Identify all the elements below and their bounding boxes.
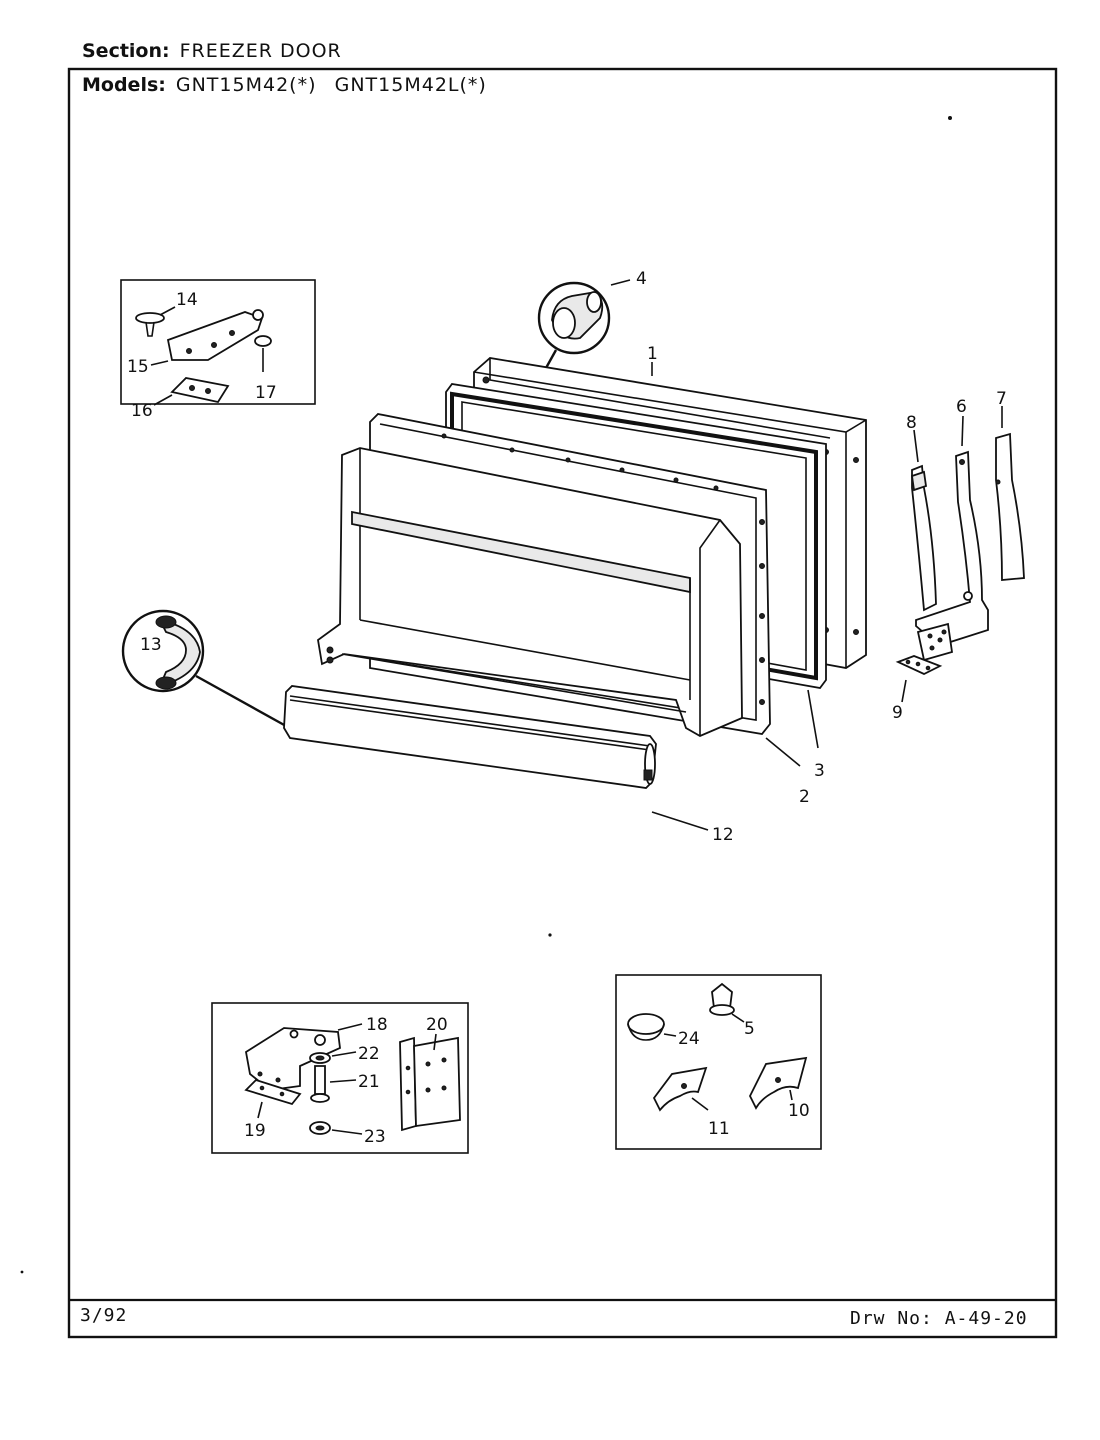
section-label: Section:: [82, 40, 170, 62]
label-1: 1: [647, 344, 658, 364]
part-17-washer: [254, 335, 272, 347]
label-6: 6: [956, 397, 967, 417]
detail-4-doorstop: 4: [537, 269, 647, 369]
label-19: 19: [244, 1121, 266, 1141]
inset-box-bottom-hinge: [211, 1002, 469, 1154]
hardware-kit-inset: 5 24 11 10: [615, 974, 822, 1150]
section-value: FREEZER DOOR: [179, 40, 342, 62]
label-18: 18: [366, 1015, 388, 1035]
models-line: Models: GNT15M42(*) GNT15M42L(*): [82, 74, 487, 96]
label-12: 12: [712, 825, 734, 845]
label-5: 5: [744, 1019, 755, 1039]
door-shelf: [317, 447, 743, 738]
label-7: 7: [996, 389, 1007, 409]
speck: [20, 1270, 24, 1274]
part-14-cap: [135, 312, 165, 324]
bottom-hinge-kit-inset: 18 19 22 21 23 20: [211, 1002, 469, 1154]
part-19-shim: [244, 1078, 302, 1106]
drawing-label: Drw No:: [850, 1308, 933, 1329]
part-12-handle: 12: [283, 685, 734, 845]
label-23: 23: [364, 1127, 386, 1147]
part-11-clip: [652, 1066, 708, 1112]
label-4: 4: [636, 269, 647, 289]
footer-date: 3/92: [80, 1305, 128, 1326]
part-8-strap: [911, 464, 937, 612]
detail-circle-13: [121, 609, 205, 693]
model-2: GNT15M42L(*): [334, 74, 487, 96]
label-11: 11: [708, 1119, 730, 1139]
label-17: 17: [255, 383, 277, 403]
inset-box-hardware: [615, 974, 822, 1150]
footer-drawing: Drw No: A-49-20: [850, 1308, 1028, 1329]
drawing-frame: [67, 67, 1058, 1339]
speck: [948, 116, 952, 120]
part-16-shim: [170, 377, 230, 404]
label-13: 13: [140, 635, 162, 655]
door-straps: 8 6 7 9: [892, 389, 1025, 723]
part-15-hinge: [166, 311, 264, 361]
label-22: 22: [358, 1044, 380, 1064]
speck: [548, 933, 552, 937]
label-10: 10: [788, 1101, 810, 1121]
section-line: Section: FREEZER DOOR: [82, 40, 342, 62]
label-16: 16: [131, 401, 153, 421]
detail-circle-4: [537, 281, 611, 355]
part-5-plug: [711, 982, 733, 1009]
drawing-number: A-49-20: [944, 1308, 1028, 1329]
detail-13-handle-cap: 13: [121, 609, 287, 728]
label-9: 9: [892, 703, 903, 723]
label-3: 3: [814, 761, 825, 781]
label-14: 14: [176, 290, 198, 310]
label-24: 24: [678, 1029, 700, 1049]
part-7-strip: [995, 432, 1025, 581]
model-1: GNT15M42(*): [175, 74, 317, 96]
label-20: 20: [426, 1015, 448, 1035]
part-24-button: [627, 1013, 665, 1035]
label-8: 8: [906, 413, 917, 433]
part-21-pin: [314, 1065, 326, 1095]
hinge-kit-inset: 14 15 16 17: [120, 279, 316, 421]
inset-box-hinge: [120, 279, 316, 405]
label-21: 21: [358, 1072, 380, 1092]
models-label: Models:: [82, 74, 166, 96]
label-2: 2: [799, 787, 810, 807]
label-15: 15: [127, 357, 149, 377]
